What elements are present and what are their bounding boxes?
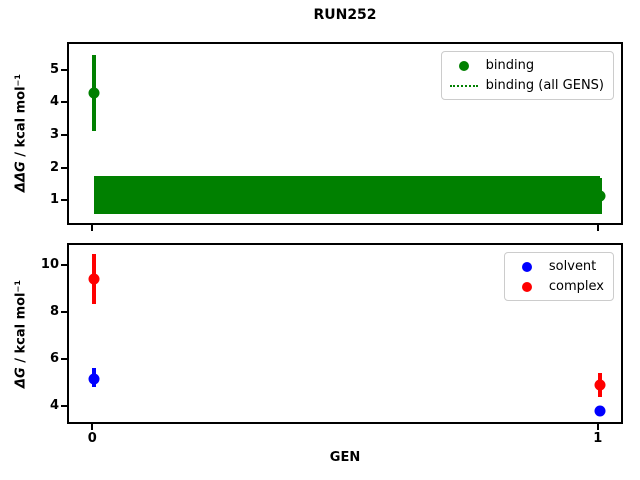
legend-item: binding [448, 57, 604, 74]
legend-label: complex [548, 279, 604, 294]
y-tick-label: 2 [49, 159, 59, 175]
data-point-complex [88, 273, 100, 285]
legend-item: complex [511, 278, 604, 295]
y-axis-label-dg: ΔG / kcal mol⁻¹ [14, 280, 29, 388]
y-tick-label: 6 [49, 351, 59, 367]
x-tick-mark [91, 225, 94, 231]
dg-legend: solvent complex [503, 252, 614, 301]
legend-marker-circle-icon [448, 60, 480, 71]
y-tick-mark [61, 199, 67, 202]
y-tick-label: 4 [49, 94, 59, 110]
data-point-binding [594, 190, 606, 202]
y-tick-label: 3 [49, 127, 59, 143]
x-tick-mark [596, 424, 599, 430]
y-tick-label: 1 [49, 192, 59, 208]
y-axis-label-units: / kcal mol⁻¹ [13, 73, 29, 162]
legend-marker-circle-icon [511, 261, 543, 272]
data-point-complex [594, 379, 606, 391]
legend-marker-circle-icon [511, 281, 543, 292]
data-point-binding [88, 87, 100, 99]
x-tick-label: 1 [593, 431, 603, 446]
y-tick-label: 10 [40, 257, 59, 273]
y-tick-label: 4 [49, 398, 59, 414]
binding-panel-axes: binding binding (all GENS) [67, 42, 623, 225]
legend-label: solvent [548, 259, 597, 274]
legend-item: binding (all GENS) [448, 77, 604, 94]
legend-item: solvent [511, 258, 604, 275]
y-tick-mark [61, 311, 67, 314]
binding-legend: binding binding (all GENS) [440, 51, 614, 100]
y-axis-label-ddg: ΔΔG / kcal mol⁻¹ [14, 74, 29, 192]
x-axis-label: GEN [329, 450, 361, 465]
y-tick-mark [61, 358, 67, 361]
y-tick-mark [61, 134, 67, 137]
data-point-solvent [88, 373, 100, 385]
y-axis-label-math: ΔΔG [13, 161, 29, 193]
x-tick-mark [91, 424, 94, 430]
y-tick-mark [61, 166, 67, 169]
x-tick-label: 0 [87, 431, 97, 446]
y-tick-mark [61, 264, 67, 267]
y-axis-label-units: / kcal mol⁻¹ [13, 279, 29, 368]
x-tick-mark [596, 225, 599, 231]
y-tick-label: 5 [49, 61, 59, 77]
legend-label: binding (all GENS) [485, 78, 604, 93]
data-point-solvent [594, 405, 606, 417]
y-axis-label-math: ΔG [13, 367, 29, 389]
legend-dotted-line-icon [448, 84, 480, 87]
figure-title: RUN252 [313, 7, 377, 23]
y-tick-mark [61, 101, 67, 104]
confidence-band [94, 176, 600, 214]
legend-label: binding [485, 58, 535, 73]
y-tick-mark [61, 405, 67, 408]
dg-panel-axes: solvent complex [67, 243, 623, 424]
y-tick-label: 8 [49, 304, 59, 320]
y-tick-mark [61, 68, 67, 71]
